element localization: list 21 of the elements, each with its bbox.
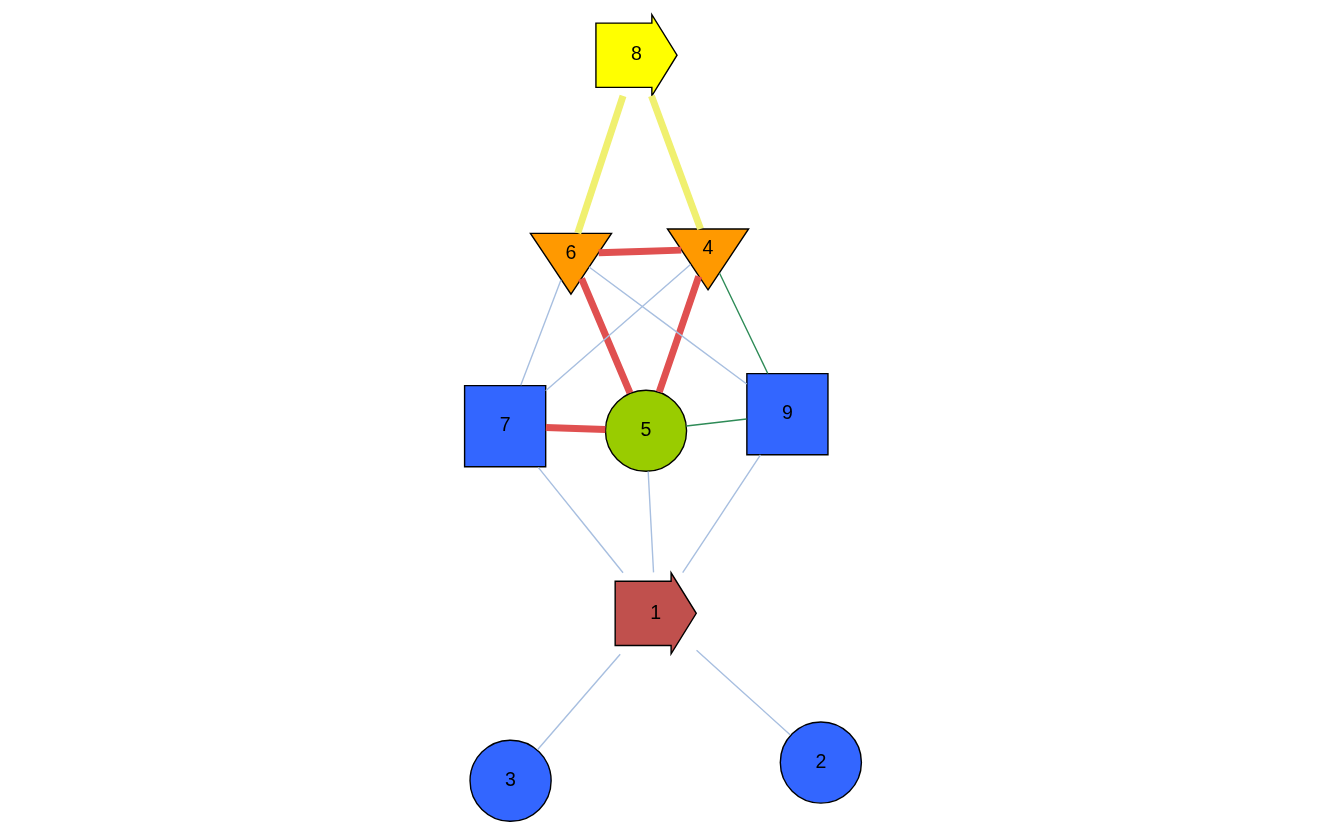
connector: [588, 265, 748, 385]
connector: [545, 263, 692, 391]
node-circle: 5: [604, 389, 688, 472]
connector: [537, 466, 624, 573]
connector: [598, 246, 682, 256]
connector: [695, 649, 792, 736]
node-circle: 2: [779, 720, 863, 804]
connector: [655, 274, 703, 393]
connector: [648, 94, 704, 230]
node-box: 7: [463, 384, 547, 467]
connector: [520, 278, 562, 386]
node-box: 9: [746, 372, 829, 455]
node-circle: 3: [469, 739, 552, 822]
connector: [545, 423, 606, 433]
connector: [682, 453, 762, 573]
connector: [718, 272, 769, 374]
connector: [574, 94, 627, 234]
connector: [578, 276, 634, 394]
connector: [685, 417, 748, 427]
connector: [647, 470, 655, 573]
connector: [536, 653, 621, 750]
